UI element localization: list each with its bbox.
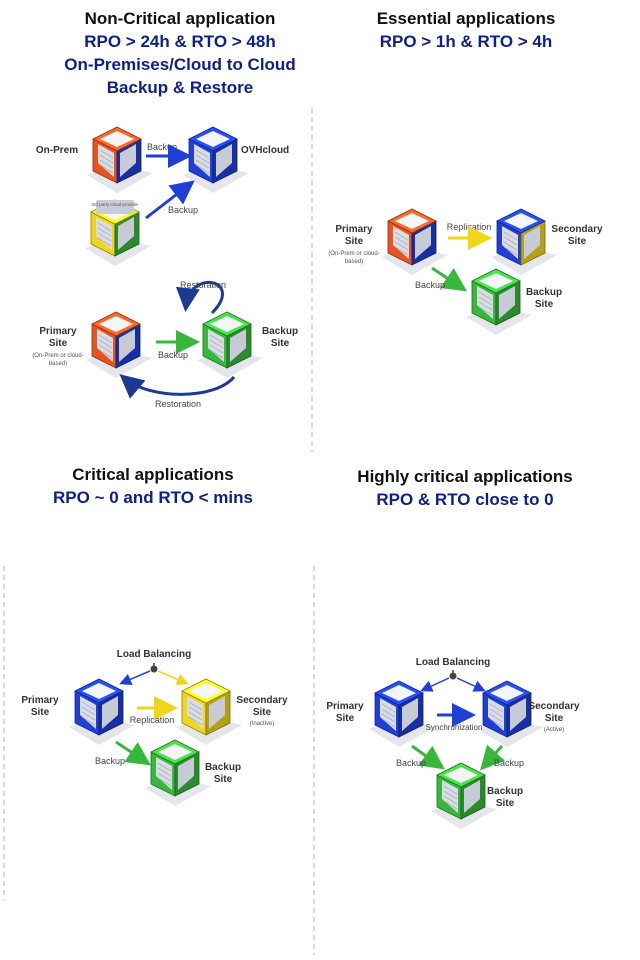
q4-lb-arrow-left [420,677,450,692]
q4-backup-label-left: Backup [396,758,426,768]
q1-restoration-arrow-bottom [119,374,236,399]
q1-subtitle-line3: Backup & Restore [106,78,254,97]
q3-primary-site-icon [69,678,135,745]
q2-backup-label: Backup [415,280,445,290]
on-prem-server-icon [87,126,153,193]
q4-primary-label-2: Site [336,713,355,724]
ovhcloud-label: OVHcloud [241,145,289,156]
q4-title: Highly critical applications [357,467,573,486]
q4-heading: Highly critical applications RPO & RTO c… [310,465,620,511]
q2-primary-label-1: Primary [335,224,373,235]
q4-diagram: Load Balancing Primary Site Secondary Si… [326,657,580,829]
q2-primary-site-icon [382,208,448,275]
q4-primary-site-icon [369,680,435,747]
q3-title: Critical applications [72,465,234,484]
q4-backup-arrow-right [479,744,505,771]
q2-secondary-site-icon [491,208,557,275]
q1-backup-label-3: Backup [158,350,188,360]
q4-synchronization-label: Synchronization [426,723,483,732]
q4-secondary-note: (Active) [544,727,564,733]
q3-lb-arrow-right [157,670,189,685]
q1-heading: Non-Critical application RPO > 24h & RTO… [20,7,340,99]
q1-backup-label-1: Backup [147,142,177,152]
q3-lb-arrow-left [119,670,151,685]
q2-diagram: Primary Site (On-Prem or cloud- based) S… [328,208,603,335]
q3-replication-label: Replication [130,715,175,725]
q1-subtitle-line2: On-Premises/Cloud to Cloud [64,55,296,74]
q3-rpo-rto: RPO ~ 0 and RTO < mins [53,488,253,507]
q3-primary-label-2: Site [31,707,50,718]
on-prem-label: On-Prem [36,145,78,156]
q2-backup-site-label-1: Backup [526,287,562,298]
q1-rpo-rto: RPO > 24h & RTO > 48h [84,32,276,51]
q1-restoration-arrow-top [175,280,224,315]
q3-backup-arrow [115,740,151,766]
q2-backup-site-icon [466,268,532,335]
q4-backup-site-label-1: Backup [487,786,523,797]
q2-replication-label: Replication [447,222,492,232]
q3-backup-site-label-2: Site [214,774,233,785]
q1-restoration-label-top: Restoration [180,280,226,290]
q3-secondary-label-1: Secondary [236,695,288,706]
q2-heading: Essential applications RPO > 1h & RTO > … [316,7,616,53]
q1-primary-site-icon [86,311,152,378]
q3-load-balancing-label: Load Balancing [117,649,191,660]
q2-primary-note-2: based) [345,259,363,265]
q1-backup-site-label-1: Backup [262,326,298,337]
q1-backup-site-icon [197,311,263,378]
q1-diagram: On-Prem OVHcloud Backup Backup 3rd party… [32,126,298,409]
q4-secondary-site-icon [477,680,543,747]
q4-backup-site-label-2: Site [496,798,515,809]
q3-primary-label-1: Primary [21,695,59,706]
q2-secondary-label-1: Secondary [551,224,603,235]
ovhcloud-server-icon [183,126,249,193]
q2-title: Essential applications [376,9,556,28]
q1-restoration-label-bottom: Restoration [155,399,201,409]
q3-diagram: Load Balancing Primary Site Secondary Si… [21,649,288,806]
q1-backup-label-2: Backup [168,205,198,215]
q2-backup-arrow [431,266,467,292]
q2-primary-label-2: Site [345,236,364,247]
q1-backup-arrow-2 [145,180,195,220]
q3-backup-label: Backup [95,756,125,766]
q4-backup-site-icon [431,762,497,829]
q3-backup-site-label-1: Backup [205,762,241,773]
q3-backup-site-icon [145,739,211,806]
q1-primary-label-2: Site [49,338,68,349]
third-party-label: 3rd party cloud provider [91,202,139,207]
q1-primary-note-2: based) [49,361,67,367]
q1-primary-note-1: (On-Prem or cloud- [32,353,83,359]
q4-backup-arrow-left [411,744,445,770]
q3-secondary-site-icon [176,678,242,745]
third-party-badge [96,200,134,214]
q3-secondary-note: (Inactive) [250,721,275,727]
q2-primary-note-1: (On-Prem or cloud- [328,251,379,257]
q2-secondary-label-2: Site [568,236,587,247]
q1-primary-label-1: Primary [39,326,77,337]
q1-title: Non-Critical application [84,9,276,28]
q3-secondary-label-2: Site [253,707,272,718]
q4-rpo-rto: RPO & RTO close to 0 [376,490,554,509]
q4-secondary-label-1: Secondary [528,701,580,712]
q4-load-balancing-label: Load Balancing [416,657,490,668]
q2-rpo-rto: RPO > 1h & RTO > 4h [379,32,553,51]
q1-backup-site-label-2: Site [271,338,290,349]
q4-backup-label-right: Backup [494,758,524,768]
q4-secondary-label-2: Site [545,713,564,724]
q4-lb-arrow-right [456,677,486,692]
q4-primary-label-1: Primary [326,701,364,712]
q2-backup-site-label-2: Site [535,299,554,310]
q3-heading: Critical applications RPO ~ 0 and RTO < … [0,463,306,509]
